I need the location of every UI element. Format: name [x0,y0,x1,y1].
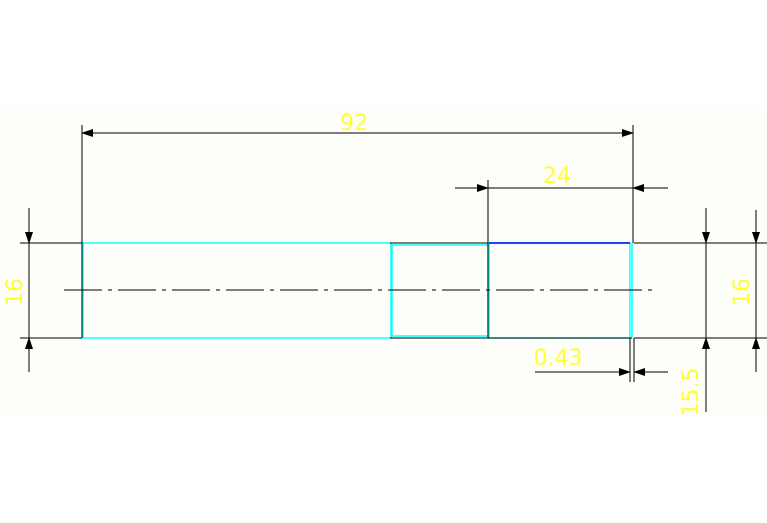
dimension-small-gap [535,338,668,382]
dimension-right-height [710,210,767,372]
dimension-left-height [20,208,82,372]
dimension-right-section [455,180,668,243]
dimension-left-height-text: 16 [3,278,28,306]
dimension-right-height-text: 16 [730,278,755,306]
dimension-bottom-right-text: 15.5 [679,368,704,417]
drawing-area [0,106,767,416]
dimension-small-gap-text: 0.43 [534,346,583,371]
dimension-right-section-text: 24 [543,164,571,189]
dimension-overall-length-text: 92 [340,111,368,136]
